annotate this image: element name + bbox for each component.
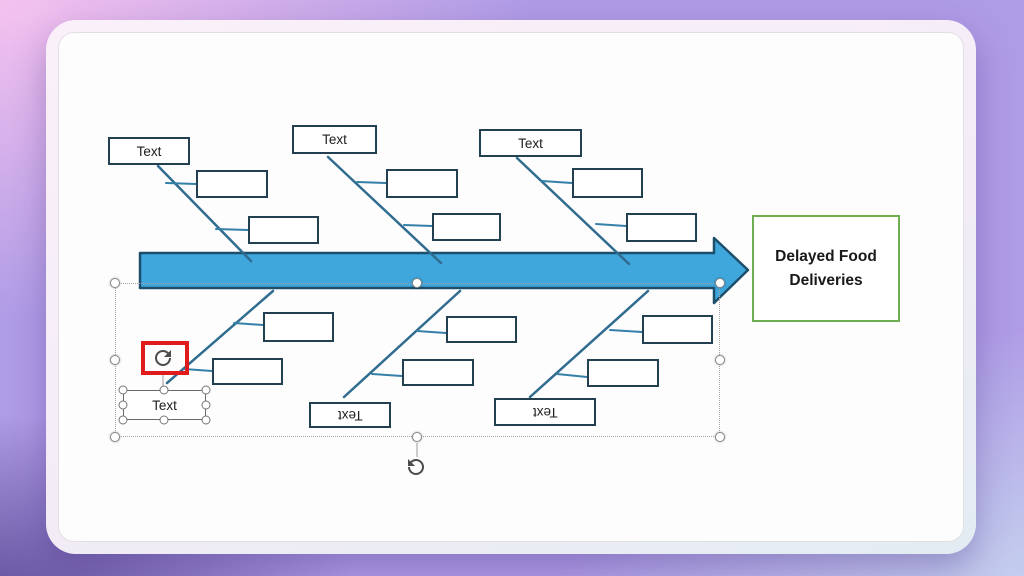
cause-box[interactable] [248,216,319,244]
branch-label: Text [322,132,347,147]
cause-box[interactable] [587,359,659,387]
cause-box[interactable] [446,316,517,343]
selection-handle-mid-left[interactable] [110,355,120,365]
rotate-cw-icon[interactable] [151,346,175,370]
branch-label-box-bottom-1-selected[interactable]: Text [123,390,206,420]
rotate-handle-highlight [141,341,189,375]
shape-rotate-stem [162,372,164,386]
shape-handle-bottom-left[interactable] [118,415,128,425]
rotate-ccw-icon[interactable] [404,455,428,479]
branch-label-box-top-1[interactable]: Text [108,137,190,165]
effect-box[interactable]: Delayed Food Deliveries [752,215,900,322]
selection-handle-top-right[interactable] [715,278,725,288]
group-selection-rect [115,283,720,437]
cause-box[interactable] [386,169,458,198]
shape-handle-mid-right[interactable] [201,400,211,410]
selection-handle-mid-right[interactable] [715,355,725,365]
cause-box[interactable] [212,358,283,385]
selection-handle-top-left[interactable] [110,278,120,288]
cause-box[interactable] [572,168,643,198]
shape-handle-top-mid[interactable] [159,385,169,395]
branch-label-box-top-2[interactable]: Text [292,125,377,154]
shape-handle-mid-left[interactable] [118,400,128,410]
shape-handle-bottom-mid[interactable] [159,415,169,425]
branch-label: Text [136,143,162,159]
branch-label: Text [152,397,177,413]
shape-handle-bottom-right[interactable] [201,415,211,425]
branch-label-box-top-3[interactable]: Text [479,129,582,157]
cause-box[interactable] [432,213,501,241]
group-rotate-stem [416,443,418,457]
cause-box[interactable] [196,170,268,198]
shape-handle-top-right[interactable] [201,385,211,395]
cause-box[interactable] [626,213,697,242]
shape-handle-top-left[interactable] [118,385,128,395]
effect-label: Delayed Food Deliveries [775,248,877,289]
cause-box[interactable] [642,315,713,344]
selection-handle-top-mid[interactable] [412,278,422,288]
branch-label-box-bottom-2[interactable]: Text [309,402,391,428]
selection-handle-bottom-right[interactable] [715,432,725,442]
selection-handle-bottom-left[interactable] [110,432,120,442]
cause-box[interactable] [402,359,474,386]
branch-label-box-bottom-3[interactable]: Text [494,398,596,426]
selection-handle-bottom-mid[interactable] [412,432,422,442]
branch-label: Text [518,135,543,151]
cause-box[interactable] [263,312,334,342]
